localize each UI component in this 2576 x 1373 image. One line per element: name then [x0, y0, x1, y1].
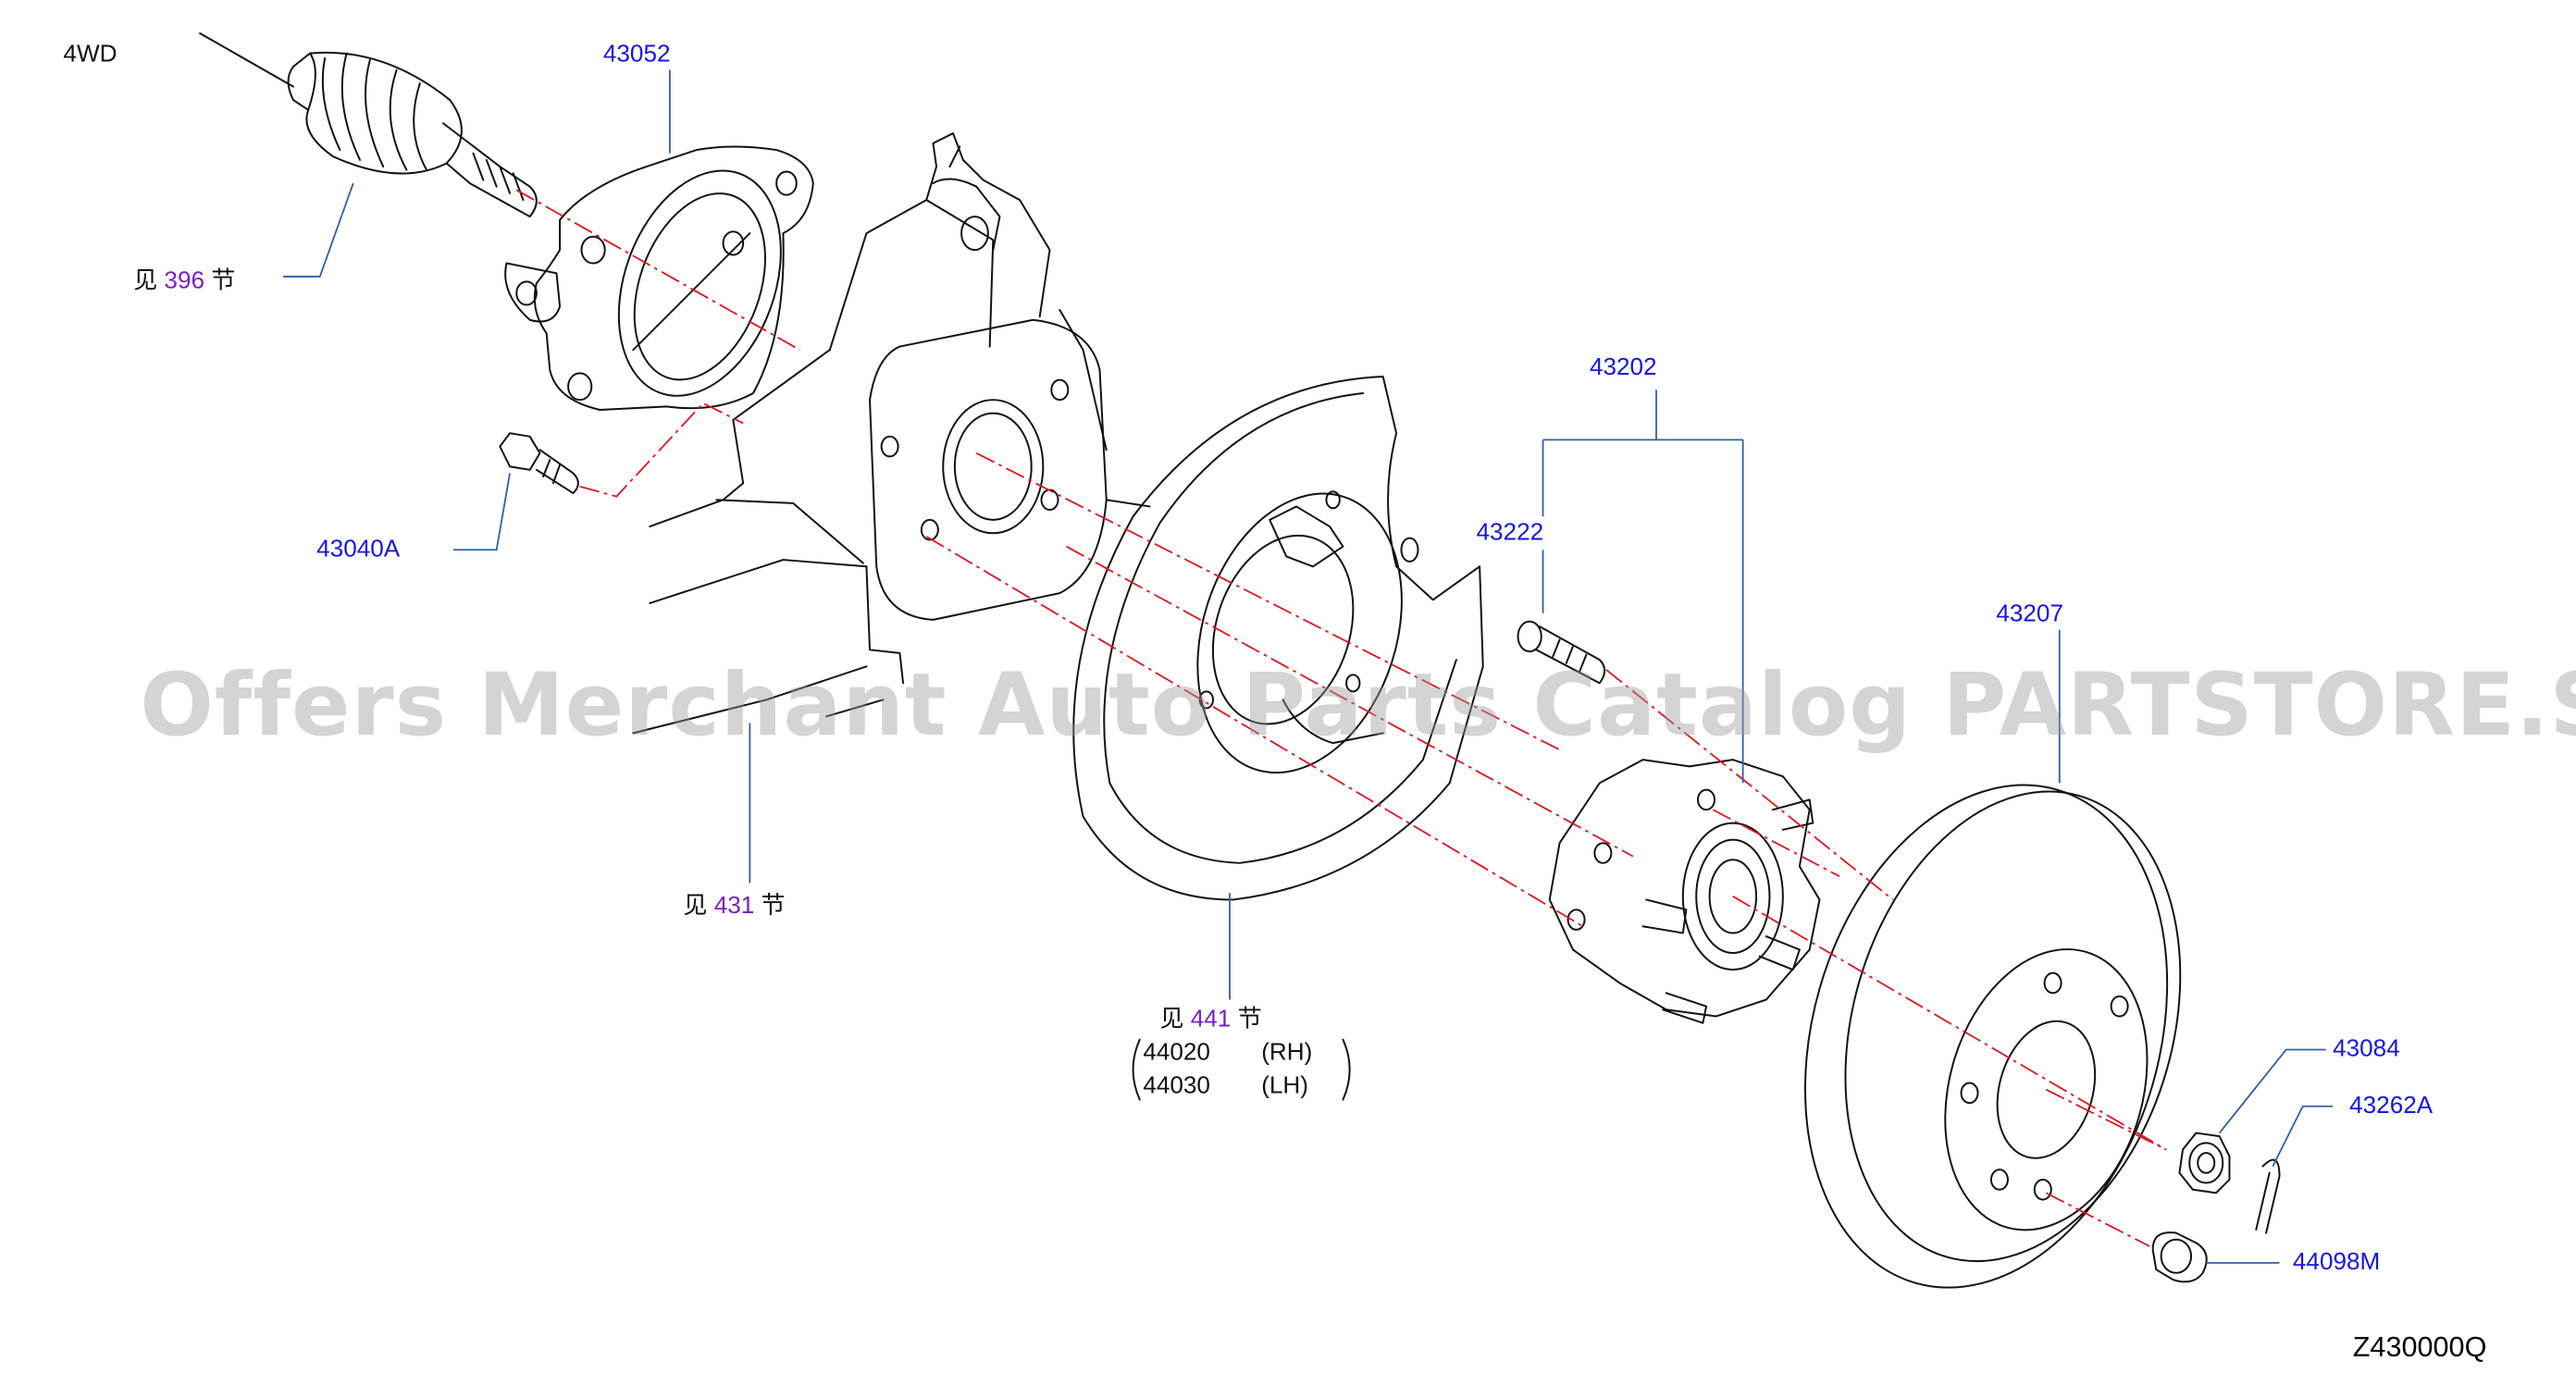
hub-nut-part — [2178, 1132, 2231, 1194]
section-ref-prefix: 见 — [1159, 1006, 1184, 1033]
bolt-43040a-part — [499, 432, 579, 495]
section-ref-suffix: 节 — [211, 267, 236, 295]
hub-bolt-part — [1517, 620, 1606, 685]
section-ref-prefix: 见 — [133, 267, 158, 295]
section-ref-number: 431 — [713, 893, 755, 921]
part-number-44098m[interactable]: 44098M — [2292, 1249, 2381, 1277]
part-number-43202[interactable]: 43202 — [1589, 354, 1657, 382]
part-number-43222[interactable]: 43222 — [1476, 519, 1544, 547]
section-ref-suffix: 节 — [761, 893, 786, 921]
drive-shaft-part — [199, 32, 538, 218]
part-number-43207[interactable]: 43207 — [1996, 601, 2063, 628]
part-number-44020[interactable]: 44020 — [1143, 1039, 1210, 1067]
axle-carrier-part — [632, 132, 1151, 735]
variant-label: 4WD — [63, 42, 118, 68]
section-ref-number: 441 — [1190, 1006, 1232, 1033]
bracket-right — [1342, 1038, 1351, 1101]
section-ref-431[interactable]: 见 431 节 — [683, 895, 785, 919]
side-label-lh: (LH) — [1261, 1072, 1308, 1100]
part-number-43052[interactable]: 43052 — [602, 42, 671, 68]
part-number-43084[interactable]: 43084 — [2333, 1036, 2400, 1063]
side-label-rh: (RH) — [1261, 1039, 1313, 1067]
diagram-code: Z430000Q — [2352, 1330, 2487, 1364]
hub-cap-part — [2151, 1231, 2208, 1283]
part-number-43262a[interactable]: 43262A — [2349, 1093, 2434, 1120]
part-number-43040a[interactable]: 43040A — [316, 536, 401, 563]
cotter-pin-part — [2255, 1158, 2281, 1234]
knuckle-housing-part — [504, 145, 814, 411]
section-ref-number: 396 — [164, 267, 205, 295]
hub-assembly-part — [1548, 759, 1821, 1024]
bracket-left — [1132, 1038, 1141, 1101]
brake-disc-part — [1803, 784, 2182, 1289]
section-ref-396[interactable]: 见 396 节 — [133, 267, 236, 295]
section-ref-suffix: 节 — [1237, 1006, 1262, 1033]
section-ref-prefix: 见 — [683, 893, 708, 921]
section-ref-441[interactable]: 见 441 节 — [1159, 1008, 1261, 1032]
leader-lines — [283, 69, 2334, 1264]
center-lines — [515, 189, 2167, 1247]
part-number-44030[interactable]: 44030 — [1143, 1072, 1210, 1100]
backing-plate-part — [1072, 375, 1484, 901]
